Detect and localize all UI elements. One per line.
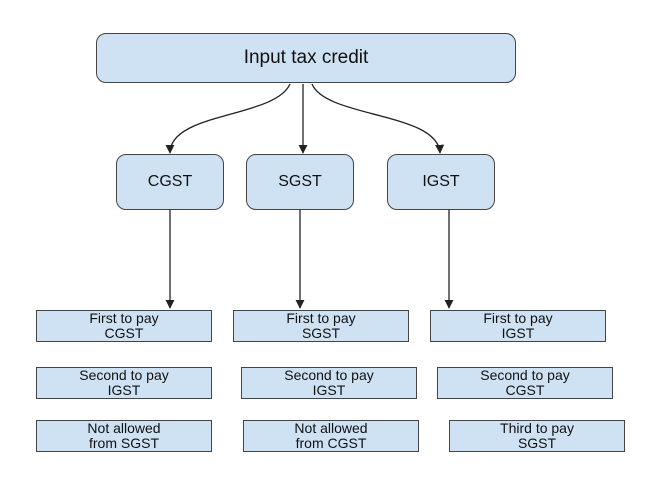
sgst-not-allowed-box: Not allowed from CGST xyxy=(243,420,419,452)
cgst-node: CGST xyxy=(116,154,224,210)
cgst-first-to-pay-box: First to pay CGST xyxy=(36,310,212,342)
sgst-first-to-pay-box: First to pay SGST xyxy=(233,310,409,342)
igst-third-to-pay-box: Third to pay SGST xyxy=(449,420,625,452)
arrow-root-to-cgst xyxy=(165,83,291,154)
arrow-root-to-igst xyxy=(311,83,445,154)
sgst-node: SGST xyxy=(246,154,354,210)
sgst-second-to-pay-box: Second to pay IGST xyxy=(241,367,417,399)
igst-first-to-pay-box: First to pay IGST xyxy=(430,310,606,342)
input-tax-credit-node: Input tax credit xyxy=(96,33,516,83)
igst-node: IGST xyxy=(387,154,495,210)
cgst-second-to-pay-box: Second to pay IGST xyxy=(36,367,212,399)
igst-second-to-pay-box: Second to pay CGST xyxy=(437,367,613,399)
cgst-not-allowed-box: Not allowed from SGST xyxy=(36,420,212,452)
